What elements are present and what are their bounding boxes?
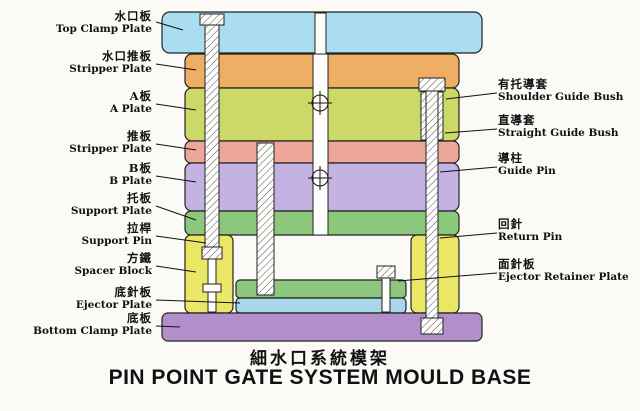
label-en: Bottom Clamp Plate <box>33 325 152 337</box>
sprue-channel <box>314 12 327 55</box>
title-chinese: 細水口系統模架 <box>250 349 390 369</box>
label-en: Return Pin <box>498 231 563 243</box>
center-pull-rod <box>256 142 275 296</box>
label-en: Straight Guide Bush <box>498 127 619 139</box>
label-zh: 推板 <box>127 129 152 143</box>
label-stripper-plate: 推板 Stripper Plate <box>4 130 152 156</box>
label-zh: B板 <box>128 161 152 175</box>
label-top-clamp-plate: 水口板 Top Clamp Plate <box>4 10 152 36</box>
label-return-pin: 回針 Return Pin <box>498 218 640 244</box>
label-en: Guide Pin <box>498 165 556 177</box>
guide-pin-nut <box>420 317 444 335</box>
label-a-plate: A板 A Plate <box>4 90 152 116</box>
ejector-plate <box>235 297 407 314</box>
label-en: Stripper Plate <box>69 143 152 155</box>
support-pin-head <box>199 13 225 26</box>
label-zh: 水口推板 <box>102 49 152 63</box>
label-en: Ejector Retainer Plate <box>498 271 629 283</box>
label-straight-guide-bush: 直導套 Straight Guide Bush <box>498 114 640 140</box>
label-en: Ejector Plate <box>75 299 152 311</box>
leader-lines <box>155 21 498 328</box>
label-zh: A板 <box>129 89 152 103</box>
support-pin-rod <box>207 258 217 288</box>
label-ejector-plate: 底針板 Ejector Plate <box>4 286 152 312</box>
pins-group <box>199 12 446 335</box>
retainer-bolt-head <box>376 265 396 279</box>
label-zh: 水口板 <box>114 9 152 23</box>
label-bottom-clamp-plate: 底板 Bottom Clamp Plate <box>4 312 152 338</box>
bottom-clamp-plate <box>161 312 483 342</box>
label-zh: 托板 <box>127 191 152 205</box>
label-support-pin: 拉桿 Support Pin <box>4 222 152 248</box>
guide-pin <box>425 89 439 319</box>
label-en: Spacer Block <box>74 265 152 277</box>
label-zh: 回針 <box>498 217 523 231</box>
label-en: A Plate <box>109 103 152 115</box>
label-en: B Plate <box>109 175 152 187</box>
support-pin <box>204 24 220 248</box>
label-stripper-plate-top: 水口推板 Stripper Plate <box>4 50 152 76</box>
label-zh: 面針板 <box>498 257 536 271</box>
label-zh: 方鐵 <box>127 251 152 265</box>
label-ejector-retainer-plate: 面針板 Ejector Retainer Plate <box>498 258 640 284</box>
label-zh: 底針板 <box>114 285 152 299</box>
label-en: Shoulder Guide Bush <box>498 91 624 103</box>
plate-stack <box>161 11 483 342</box>
label-b-plate: B板 B Plate <box>4 162 152 188</box>
label-en: Stripper Plate <box>69 63 152 75</box>
center-hole-marks <box>308 91 332 190</box>
label-en: Support Plate <box>70 205 152 217</box>
label-zh: 拉桿 <box>127 221 152 235</box>
center-guide-pin <box>312 53 329 236</box>
ejector-bolt-left-head <box>202 283 222 293</box>
label-support-plate: 托板 Support Plate <box>4 192 152 218</box>
title-english: PIN POINT GATE SYSTEM MOULD BASE <box>108 366 532 389</box>
label-spacer-block: 方鐵 Spacer Block <box>4 252 152 278</box>
label-shoulder-guide-bush: 有托導套 Shoulder Guide Bush <box>498 78 640 104</box>
retainer-bolt-shaft <box>381 277 391 313</box>
label-zh: 導柱 <box>498 151 523 165</box>
label-zh: 直導套 <box>498 113 536 127</box>
label-zh: 底板 <box>127 311 152 325</box>
shoulder-guide-bush <box>418 77 446 92</box>
label-en: Top Clamp Plate <box>55 23 152 35</box>
label-en: Support Pin <box>81 235 152 247</box>
label-zh: 有托導套 <box>498 77 548 91</box>
label-guide-pin: 導柱 Guide Pin <box>498 152 640 178</box>
support-pin-coupling <box>201 246 223 260</box>
